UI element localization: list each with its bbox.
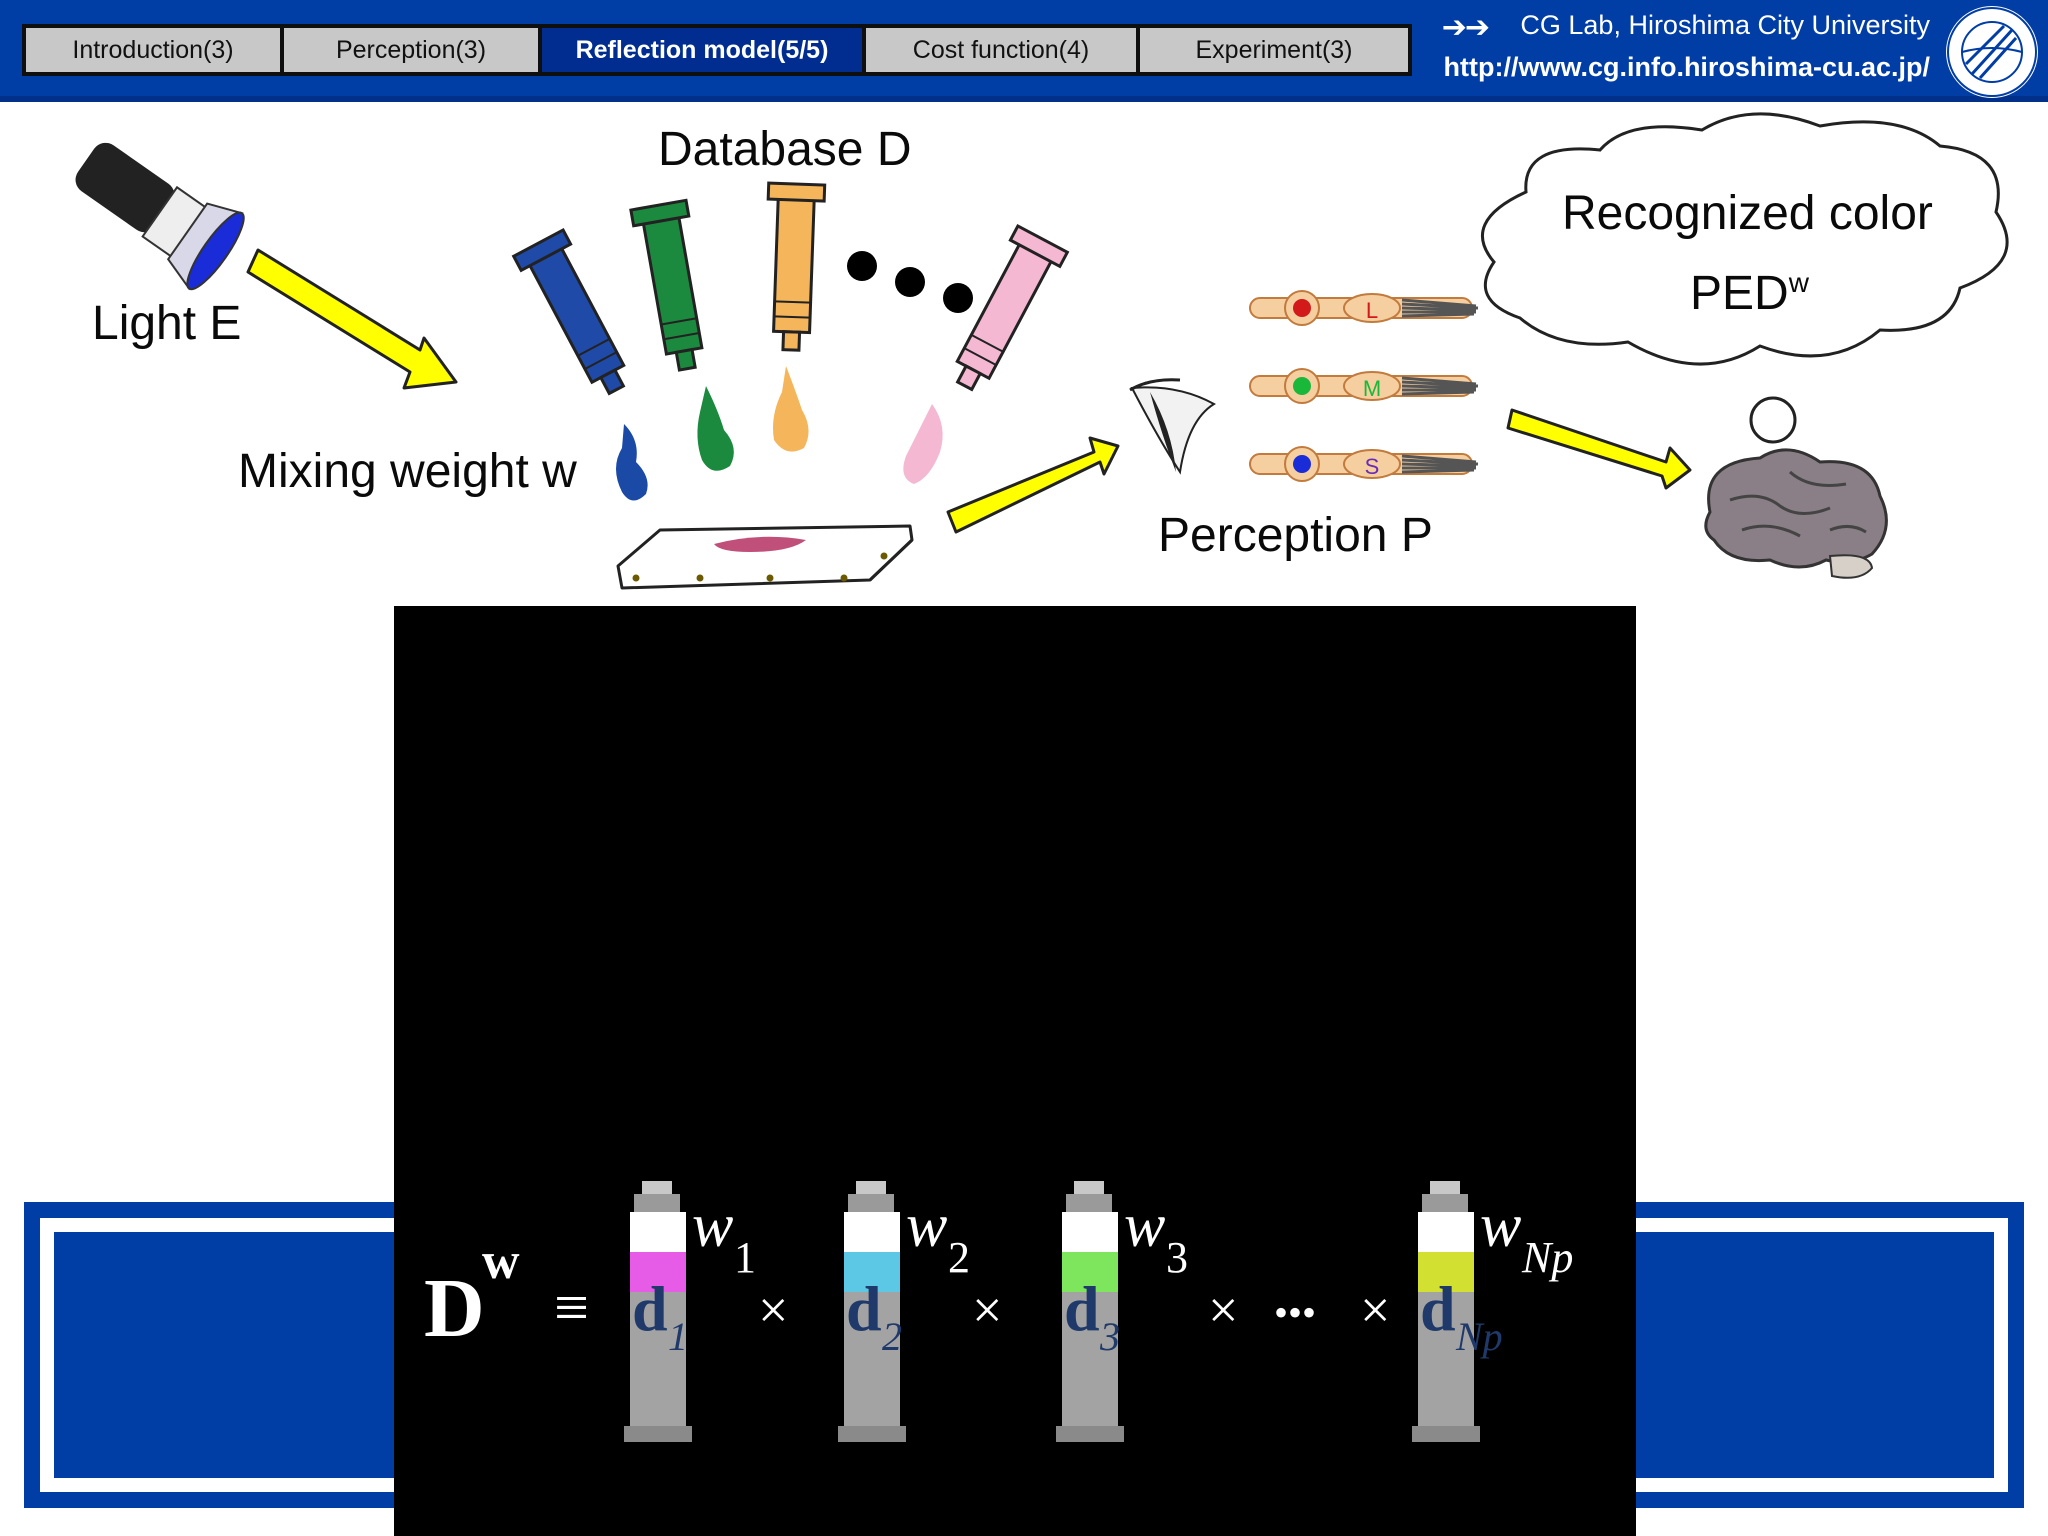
blue-paint-tube-icon [511, 227, 626, 396]
tab-introduction[interactable]: Introduction(3) [22, 24, 284, 76]
flashlight-icon [75, 142, 245, 291]
eq-d-4: d [1420, 1273, 1456, 1344]
tube-neck-2 [848, 1194, 894, 1214]
paint-drops [616, 366, 943, 501]
eq-d-3: d [1064, 1273, 1100, 1344]
green-paint-tube-icon [629, 198, 704, 372]
eq-times-2: × [972, 1280, 1002, 1340]
header-divider [0, 96, 2048, 102]
eq-lhs: D [424, 1262, 485, 1355]
mixing-weight-label: Mixing weight w [238, 445, 577, 498]
eq-lhs-sup: w [482, 1233, 520, 1290]
tube-crimp-1 [624, 1426, 692, 1442]
arrow-light-to-paint [246, 248, 458, 390]
palette-icon [616, 524, 914, 590]
eq-d-sub-4: Np [1455, 1314, 1503, 1359]
ped-label: PEDw [1690, 267, 1809, 320]
eq-d-sub-2: 2 [882, 1314, 902, 1359]
eq-w-4: w [1480, 1192, 1521, 1260]
arrow-cones-to-brain [1506, 408, 1692, 490]
paint-tube-icon-3 [1062, 1292, 1118, 1432]
tab-experiment[interactable]: Experiment(3) [1136, 24, 1412, 76]
tube-color-2 [844, 1252, 900, 1292]
eq-w-1: w [692, 1192, 733, 1260]
brain-icon [1704, 448, 1888, 579]
cone-m-label: M [1363, 376, 1381, 401]
eq-w-sub-3: 3 [1166, 1233, 1188, 1282]
tube-neck-4 [1422, 1194, 1468, 1214]
eq-w-sub-4: Np [1521, 1233, 1573, 1282]
eq-w-sub-2: 2 [948, 1233, 970, 1282]
ellipsis-dots [847, 251, 973, 313]
cone-cell-l-icon: L [1249, 290, 1479, 326]
eq-w-sub-1: 1 [734, 1233, 756, 1282]
thought-cloud-icon [1480, 112, 2009, 366]
tube-crimp-3 [1056, 1426, 1124, 1442]
reflection-diagram: L M S [75, 112, 2009, 590]
lab-name: CG Lab, Hiroshima City University [1520, 10, 1930, 40]
eye-icon [1129, 378, 1216, 475]
university-logo-icon [1946, 6, 2038, 98]
light-label: Light E [92, 297, 242, 350]
pink-paint-tube-icon [955, 223, 1070, 392]
eq-times-3: × [1208, 1280, 1238, 1340]
paint-tube-icon-4 [1418, 1292, 1474, 1432]
perception-label: Perception P [1158, 509, 1433, 562]
tube-crimp-4 [1412, 1426, 1480, 1442]
eq-d-1: d [632, 1273, 668, 1344]
eq-d-sub-1: 1 [668, 1314, 688, 1359]
eq-times-1: × [758, 1280, 788, 1340]
cone-cell-s-icon: S [1249, 446, 1479, 482]
ped-superscript: w [1788, 267, 1809, 298]
recognized-color-label: Recognized color [1562, 187, 1933, 240]
paint-tube-icon-2 [844, 1292, 900, 1432]
arrow-paint-to-eye [946, 436, 1120, 534]
tube-band-1 [630, 1212, 686, 1252]
database-label: Database D [658, 123, 912, 176]
tube-band-3 [1062, 1212, 1118, 1252]
eq-equiv: ≡ [554, 1274, 589, 1342]
orange-paint-tube-icon [766, 181, 827, 352]
tube-neck-3 [1066, 1194, 1112, 1214]
section-tabs: Introduction(3) Perception(3) Reflection… [22, 24, 1412, 76]
cone-s-label: S [1365, 454, 1380, 479]
cone-cell-m-icon: M [1249, 368, 1479, 404]
tube-crimp-2 [838, 1426, 906, 1442]
eq-ellipsis-dots: ••• [1274, 1290, 1316, 1335]
double-arrow-icon: ➔➔ [1441, 11, 1490, 44]
eq-w-3: w [1124, 1192, 1165, 1260]
eq-w-2: w [906, 1192, 947, 1260]
tube-color-4 [1418, 1252, 1474, 1292]
tab-perception[interactable]: Perception(3) [280, 24, 542, 76]
tube-band-2 [844, 1212, 900, 1252]
tube-color-1 [630, 1252, 686, 1292]
tube-neck-1 [634, 1194, 680, 1214]
eq-d-2: d [846, 1273, 882, 1344]
tab-reflection-model[interactable]: Reflection model(5/5) [538, 24, 866, 76]
paint-tube-icon-1 [630, 1292, 686, 1432]
tube-band-4 [1418, 1212, 1474, 1252]
tube-color-3 [1062, 1252, 1118, 1292]
eq-d-sub-3: 3 [1099, 1314, 1120, 1359]
cone-l-label: L [1366, 298, 1378, 323]
lab-url[interactable]: http://www.cg.info.hiroshima-cu.ac.jp/ [1443, 52, 1930, 82]
eq-times-4: × [1360, 1280, 1390, 1340]
